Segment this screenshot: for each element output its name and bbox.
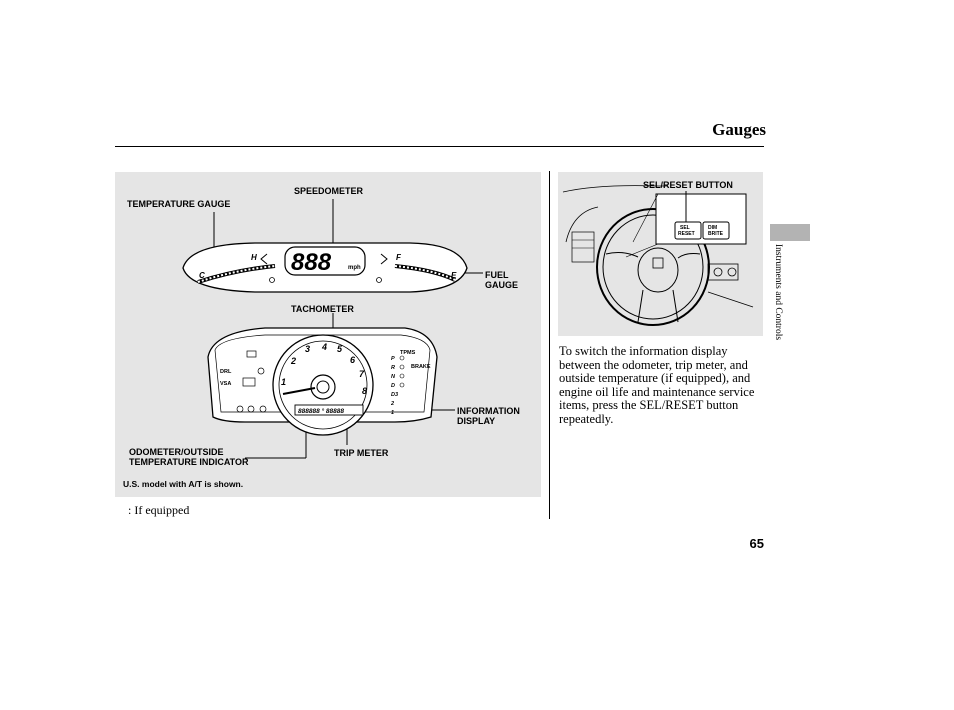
upper-meter-group: 888 mph C H F E	[182, 242, 468, 293]
svg-text:H: H	[251, 253, 257, 262]
svg-text:5: 5	[337, 344, 343, 354]
instruction-paragraph: To switch the information display betwee…	[559, 344, 755, 426]
label-speedometer: SPEEDOMETER	[294, 186, 364, 196]
label-temperature-gauge: TEMPERATURE GAUGE	[127, 199, 231, 209]
svg-text:P: P	[391, 356, 395, 362]
speed-digits: 888	[291, 249, 332, 276]
svg-text:4: 4	[321, 342, 327, 352]
figure-caption: U.S. model with A/T is shown.	[123, 479, 244, 489]
svg-text:SEL: SEL	[680, 225, 690, 231]
svg-text:3: 3	[305, 344, 310, 354]
svg-text:E: E	[451, 271, 457, 280]
label-sel-reset-button: SEL/RESET BUTTON	[643, 180, 733, 190]
lower-meter-group: 1 2 3 4 5 6 7 8 888888 ° 88888 DRL VSA P…	[207, 327, 438, 436]
svg-text:BRAKE: BRAKE	[411, 364, 431, 370]
svg-text:D: D	[391, 383, 395, 389]
label-odometer-line2: TEMPERATURE INDICATOR	[129, 457, 249, 467]
section-tab-label: Instruments and Controls	[773, 244, 783, 341]
section-tab-marker	[770, 224, 810, 241]
svg-text:RESET: RESET	[678, 231, 695, 237]
svg-text:D3: D3	[391, 392, 398, 398]
svg-text:1: 1	[281, 377, 286, 387]
svg-text:2: 2	[390, 401, 394, 407]
svg-text:1: 1	[391, 410, 394, 416]
page-title: Gauges	[712, 120, 766, 139]
svg-text:DIM: DIM	[708, 225, 717, 231]
svg-text:VSA: VSA	[220, 381, 231, 387]
svg-text:F: F	[396, 253, 402, 262]
svg-text:R: R	[391, 365, 395, 371]
svg-text:2: 2	[290, 356, 296, 366]
svg-text:8: 8	[362, 386, 367, 396]
footnote: : If equipped	[128, 503, 190, 517]
svg-text:C: C	[199, 271, 205, 280]
label-fuel-gauge-line2: GAUGE	[485, 280, 519, 290]
instrument-cluster-illustration: 888 mph C H F E 1 2 3 4 5 6 7 8 8	[182, 199, 483, 459]
steering-wheel-illustration: SEL RESET DIM BRITE	[562, 185, 754, 326]
svg-text:6: 6	[350, 355, 356, 365]
svg-text:TPMS: TPMS	[400, 350, 416, 356]
label-tachometer: TACHOMETER	[291, 304, 354, 314]
speed-unit: mph	[348, 265, 361, 271]
label-trip-meter: TRIP METER	[334, 448, 389, 458]
label-fuel-gauge: FUEL GAUGE	[485, 270, 518, 290]
page-number: 65	[749, 536, 764, 551]
svg-text:DRL: DRL	[220, 369, 232, 375]
svg-text:N: N	[391, 374, 396, 380]
label-odometer-line1: ODOMETER/OUTSIDE	[129, 447, 224, 457]
label-odometer: ODOMETER/OUTSIDE TEMPERATURE INDICATOR	[129, 447, 249, 467]
svg-text:BRITE: BRITE	[708, 231, 724, 237]
label-fuel-gauge-line1: FUEL	[485, 270, 509, 280]
svg-text:7: 7	[359, 369, 365, 379]
svg-text:888888 ° 88888: 888888 ° 88888	[298, 407, 344, 415]
label-information-display-line1: INFORMATION	[457, 406, 520, 416]
header-rule	[115, 146, 764, 147]
label-information-display-line2: DISPLAY	[457, 416, 496, 426]
label-information-display: INFORMATION DISPLAY	[457, 406, 520, 426]
column-divider	[549, 171, 550, 519]
